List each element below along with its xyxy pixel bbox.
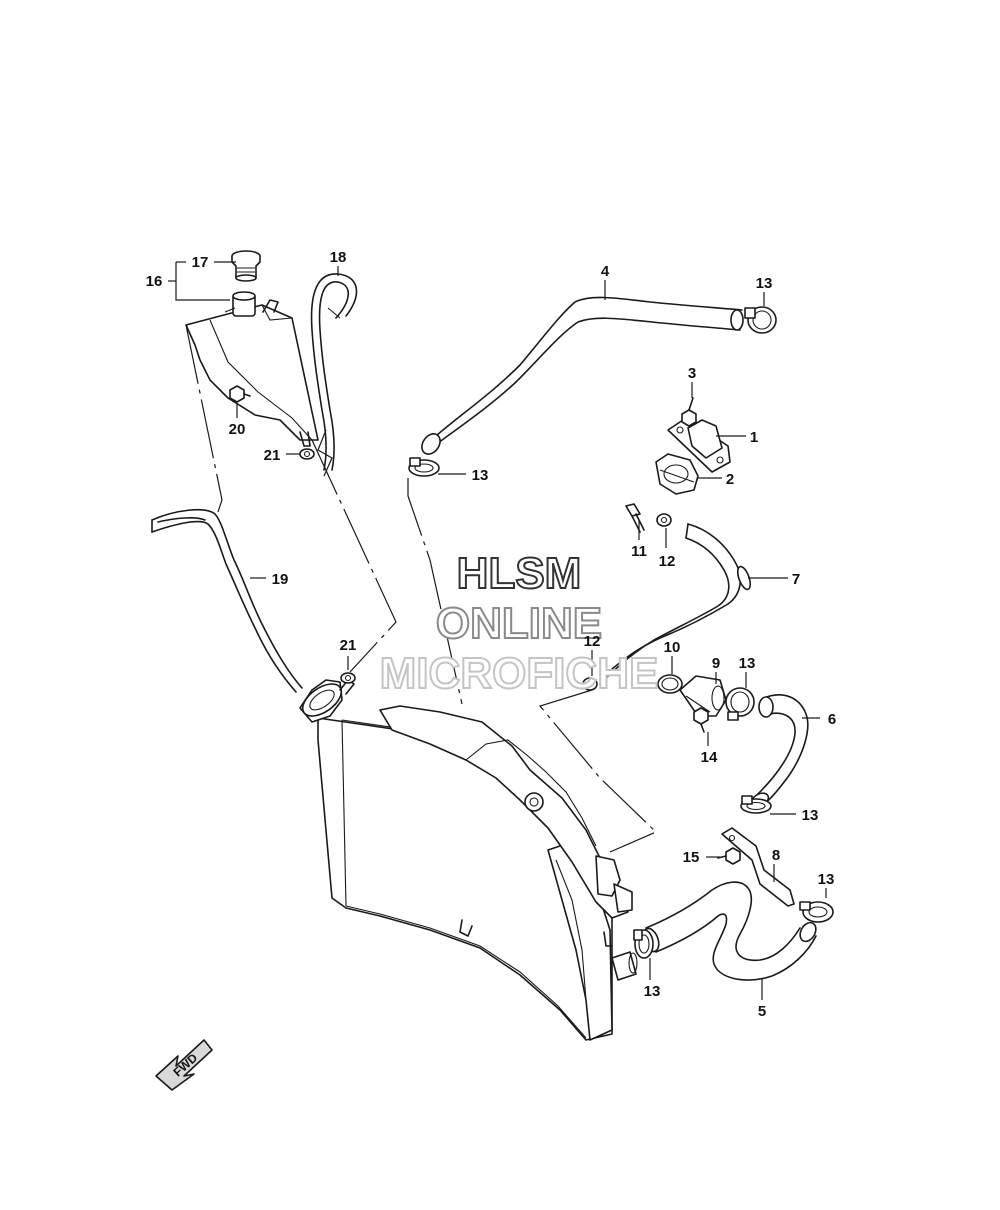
- callout-18: 18: [330, 249, 347, 266]
- bypass-hose[interactable]: [599, 523, 753, 685]
- reservoir-tank[interactable]: [185, 291, 319, 447]
- hose-clamp-13-f[interactable]: [799, 901, 834, 923]
- watermark-line-1: HLSM: [457, 549, 582, 598]
- watermark-line-3: MICROFICHE: [380, 649, 659, 698]
- callout-13-hose5-left: 13: [644, 983, 661, 1000]
- callout-14: 14: [701, 749, 718, 766]
- callout-labels: 1 2 3 4 5 6 7 8 9 10 11 12 12 13 13 13 1…: [146, 249, 837, 1020]
- watermark-line-2: ONLINE: [436, 599, 602, 648]
- hose-clamp-13-a[interactable]: [744, 306, 777, 334]
- callout-3: 3: [688, 365, 696, 382]
- water-pump-inlet-hose[interactable]: [749, 694, 809, 810]
- forward-direction-arrow: FWD: [155, 1039, 213, 1091]
- callout-2: 2: [726, 471, 734, 488]
- clamp-21-upper[interactable]: [299, 448, 315, 460]
- thermostat-bolt[interactable]: [681, 397, 697, 427]
- callout-13-hose5-right: 13: [818, 871, 835, 888]
- callout-7: 7: [792, 571, 800, 588]
- bolt-14[interactable]: [693, 707, 709, 733]
- callout-17: 17: [192, 254, 209, 271]
- clip-12-upper[interactable]: [656, 513, 672, 527]
- callout-13-hose4-lower: 13: [472, 467, 489, 484]
- callout-12-lower: 12: [584, 633, 601, 650]
- callout-13-hose4-upper: 13: [756, 275, 773, 292]
- callout-21-upper: 21: [264, 447, 281, 464]
- callout-21-lower: 21: [340, 637, 357, 654]
- callout-6: 6: [828, 711, 836, 728]
- radiator[interactable]: [297, 678, 638, 1041]
- hose-18-break-mark: [317, 429, 333, 477]
- bolt-11[interactable]: [625, 503, 645, 533]
- callout-1: 1: [750, 429, 758, 446]
- callout-20: 20: [229, 421, 246, 438]
- thermostat-cover[interactable]: [667, 417, 731, 473]
- callout-13-hose6: 13: [802, 807, 819, 824]
- hose-clamp-13-c[interactable]: [725, 687, 755, 721]
- callout-10: 10: [664, 639, 681, 656]
- overflow-hose[interactable]: [151, 508, 303, 693]
- callout-15: 15: [683, 849, 700, 866]
- bolt-15[interactable]: [717, 847, 741, 865]
- reservoir-inlet-hose[interactable]: [310, 273, 358, 471]
- watermark: HLSM ONLINE MICROFICHE: [379, 548, 660, 699]
- callout-11: 11: [631, 543, 647, 560]
- reservoir-bolt[interactable]: [229, 385, 251, 403]
- callout-16: 16: [146, 273, 163, 290]
- hose-clamp-13-e[interactable]: [633, 929, 654, 959]
- callout-19: 19: [272, 571, 289, 588]
- hose-clamp-13-d[interactable]: [740, 795, 772, 814]
- leader-lines: [168, 261, 827, 1000]
- callout-8: 8: [772, 847, 780, 864]
- callout-5: 5: [758, 1003, 766, 1020]
- callout-4: 4: [601, 263, 610, 280]
- hose-clamp-13-b[interactable]: [408, 457, 440, 477]
- callout-13-fitting: 13: [739, 655, 756, 672]
- o-ring[interactable]: [657, 674, 683, 694]
- radiator-inlet-hose-upper[interactable]: [418, 296, 744, 457]
- callout-12-upper: 12: [659, 553, 676, 570]
- callout-9: 9: [712, 655, 720, 672]
- reservoir-cap[interactable]: [231, 250, 261, 282]
- hose-bracket[interactable]: [721, 827, 795, 907]
- thermostat[interactable]: [655, 453, 699, 495]
- clamp-21-lower[interactable]: [340, 672, 356, 684]
